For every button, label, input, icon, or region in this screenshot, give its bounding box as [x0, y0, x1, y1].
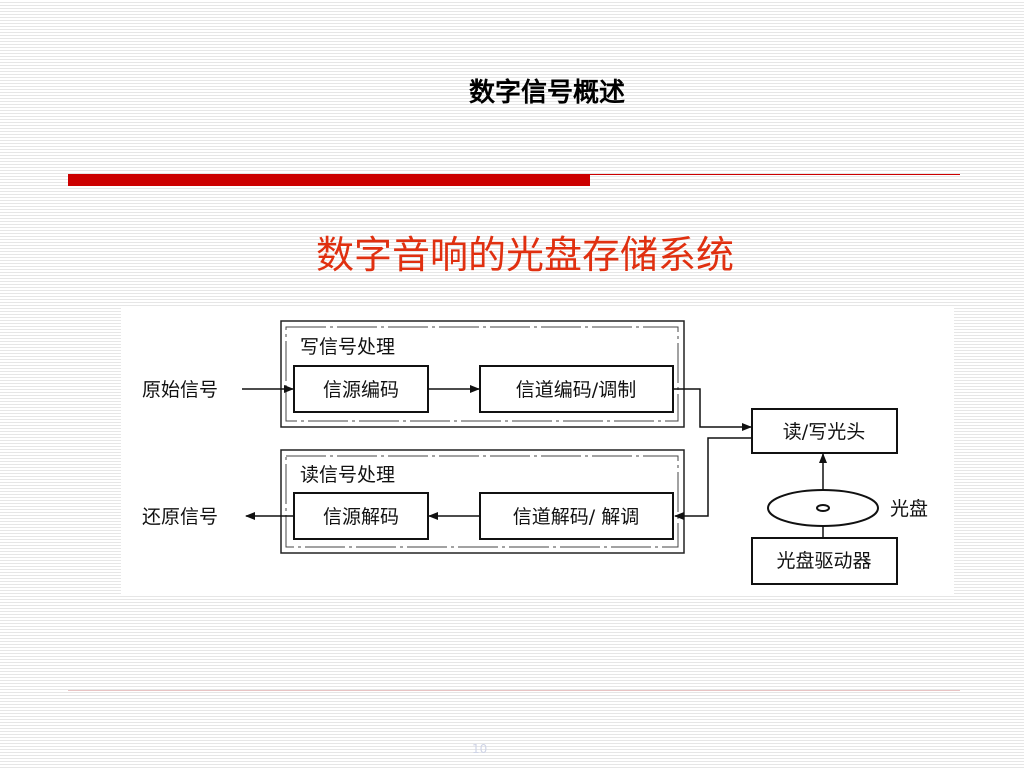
write-group-dashed-frame	[285, 326, 679, 422]
source-encoding-label: 信源编码	[323, 379, 399, 401]
arrow-channel-to-head	[673, 388, 752, 431]
channel-decoding-label: 信道解码/ 解调	[513, 506, 639, 528]
slide-title: 数字信号概述	[468, 78, 625, 108]
read-processing-group: 读信号处理 信源解码 信道解码/ 解调	[280, 449, 685, 554]
write-processing-group: 写信号处理 信源编码 信道编码/调制	[280, 320, 685, 428]
original-signal-label: 原始信号	[142, 379, 218, 401]
read-group-frame	[280, 449, 685, 554]
source-decoding-label: 信源解码	[323, 506, 399, 528]
optical-disc	[767, 489, 879, 527]
connectors	[242, 385, 827, 538]
channel-decoding-box	[479, 492, 674, 540]
write-group-label: 写信号处理	[300, 336, 395, 358]
read-write-head-label: 读/写光头	[783, 421, 865, 443]
channel-encoding-box	[479, 365, 674, 413]
page-number: 10	[472, 742, 488, 756]
slide-subtitle: 数字音响的光盘存储系统	[315, 233, 734, 277]
read-group-label: 读信号处理	[300, 464, 395, 486]
source-decoding-box	[293, 492, 429, 540]
footer-divider	[68, 690, 960, 691]
restored-signal-label: 还原信号	[142, 506, 218, 528]
channel-encoding-label: 信道编码/调制	[516, 379, 636, 401]
write-group-frame	[280, 320, 685, 428]
read-write-head-box	[751, 408, 898, 454]
disc-drive-label: 光盘驱动器	[776, 550, 871, 572]
title-divider-line	[590, 174, 960, 175]
disc-drive-box	[751, 537, 898, 585]
arrow-head-to-decoder	[674, 437, 752, 520]
disc-label: 光盘	[890, 498, 928, 520]
title-divider-bar	[68, 174, 590, 186]
disc-spindle-hole	[816, 504, 830, 512]
